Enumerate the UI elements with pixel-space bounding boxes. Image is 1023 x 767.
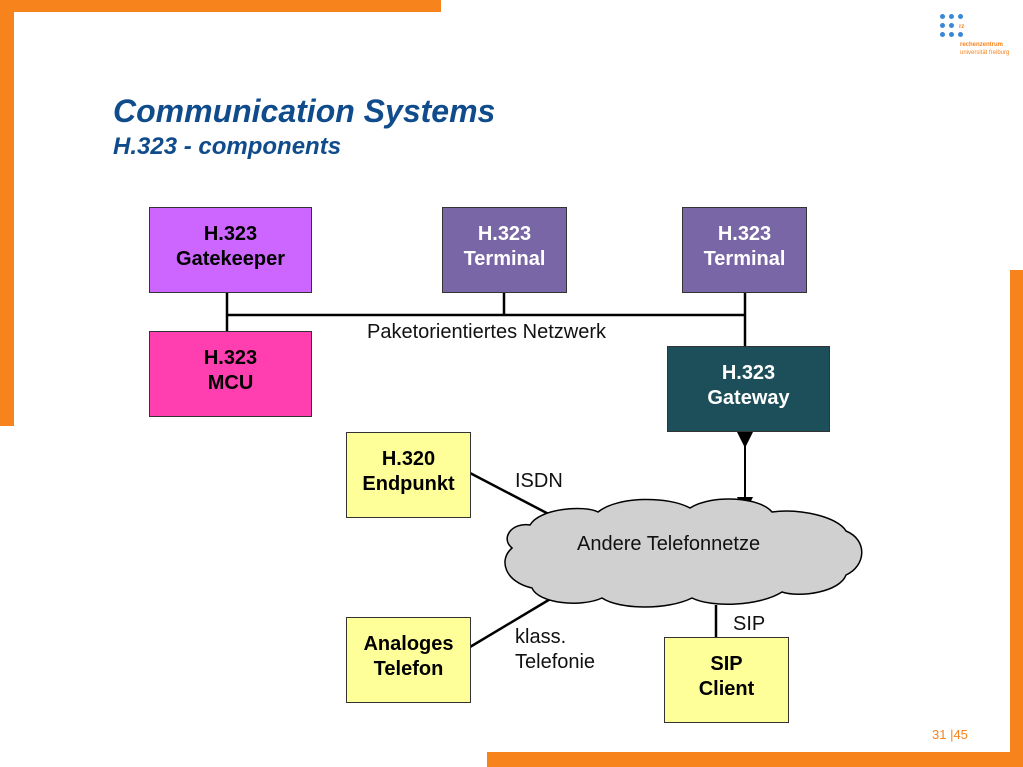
bottom-accent-bar xyxy=(487,752,1023,767)
cloud-shape xyxy=(504,498,863,608)
isdn-label: ISDN xyxy=(515,470,563,492)
analog-link-line xyxy=(469,590,563,649)
page-number: 31 |45 xyxy=(932,727,968,742)
right-accent-bar xyxy=(1010,270,1023,767)
left-accent-bar xyxy=(0,0,14,426)
cloud-label: Andere Telefonnetze xyxy=(577,533,761,555)
page-title: Communication Systems xyxy=(113,93,496,129)
rz-logo: rz rechenzentrum universität freiburg xyxy=(940,14,1014,64)
sip-label: SIP xyxy=(733,613,766,635)
klass-label: klass. xyxy=(515,626,567,648)
network-label: Paketorientiertes Netzwerk xyxy=(367,321,606,343)
top-accent-bar xyxy=(0,0,441,12)
page-subtitle: H.323 - components xyxy=(113,133,342,160)
telefonie-label: Telefonie xyxy=(515,651,596,673)
